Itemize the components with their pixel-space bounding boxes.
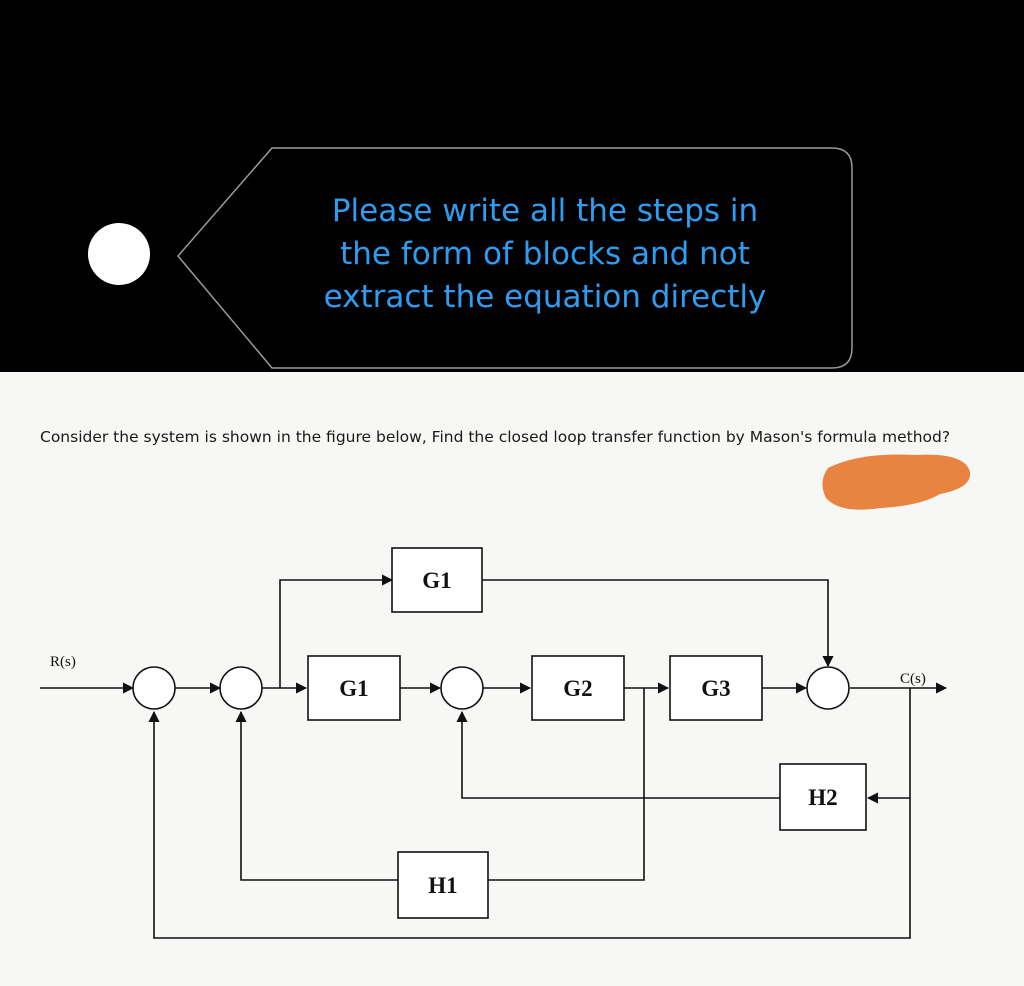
input-label: R(s) xyxy=(50,654,76,670)
output-label: C(s) xyxy=(900,671,926,687)
summing-junction-2 xyxy=(219,666,263,710)
block-h2-label: H2 xyxy=(808,785,837,810)
block-h2 xyxy=(779,763,867,831)
white-dot-indicator xyxy=(88,223,150,285)
block-g1-top xyxy=(391,547,483,613)
block-g1-main-label: G1 xyxy=(339,676,368,701)
block-g2-label: G2 xyxy=(563,676,592,701)
summing-junction-4 xyxy=(806,666,850,710)
callout-message: Please write all the steps in the form o… xyxy=(270,190,820,319)
summing-junction-3 xyxy=(440,666,484,710)
summing-junction-1 xyxy=(132,666,176,710)
callout-line-2: the form of blocks and not xyxy=(340,236,750,272)
block-g2 xyxy=(531,655,625,721)
block-g3-label: G3 xyxy=(701,676,730,701)
callout-line-3: extract the equation directly xyxy=(323,279,767,315)
block-g1-top-label: G1 xyxy=(422,568,451,593)
callout-line-1: Please write all the steps in xyxy=(331,193,759,229)
block-g3 xyxy=(669,655,763,721)
callout-bubble xyxy=(177,147,853,369)
question-text: Consider the system is shown in the figu… xyxy=(40,428,951,446)
block-g1-main xyxy=(307,655,401,721)
block-h1 xyxy=(397,851,489,919)
block-h1-label: H1 xyxy=(428,873,457,898)
